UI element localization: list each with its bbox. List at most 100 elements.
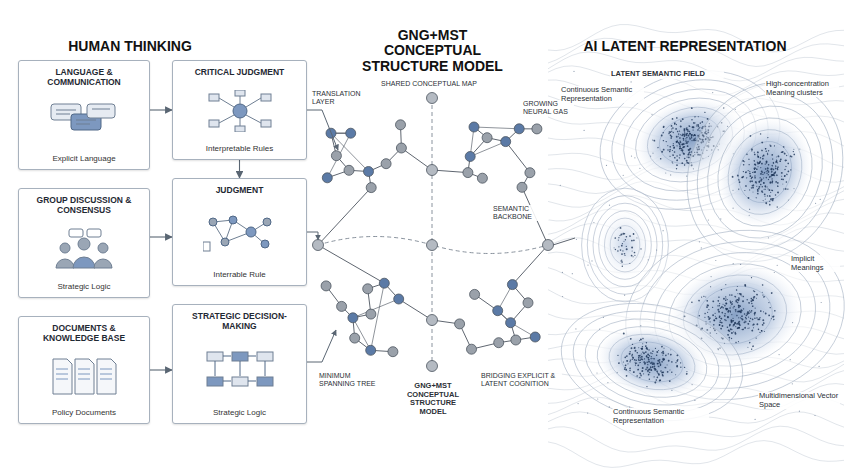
vector-point: [633, 233, 635, 235]
vector-point: [771, 190, 773, 192]
vector-point: [738, 317, 739, 318]
vector-point: [688, 151, 690, 153]
vector-point: [787, 162, 789, 164]
vector-point: [634, 350, 636, 352]
vector-point: [748, 302, 750, 304]
stray-point: [575, 328, 576, 329]
stray-point: [718, 149, 719, 150]
vector-point: [663, 348, 664, 349]
vector-point: [683, 129, 685, 131]
vector-point: [641, 353, 642, 354]
stray-point: [788, 199, 789, 200]
box-icon: [203, 349, 277, 391]
vector-point: [765, 177, 767, 179]
vector-point: [671, 136, 673, 138]
vector-point: [638, 357, 639, 358]
vector-point: [783, 146, 785, 148]
vector-point: [725, 299, 727, 301]
vector-point: [642, 367, 644, 369]
vector-point: [786, 160, 787, 161]
vector-point: [648, 357, 649, 358]
stray-point: [790, 359, 791, 360]
vector-point: [672, 154, 674, 156]
vector-point: [737, 286, 738, 287]
vector-point: [759, 180, 761, 182]
vector-point: [714, 313, 715, 314]
vector-point: [771, 174, 773, 176]
vector-point: [655, 348, 656, 349]
vector-point: [755, 171, 756, 172]
vector-point: [680, 362, 682, 364]
vector-point: [624, 253, 626, 255]
vector-point: [736, 323, 738, 325]
vector-point: [757, 151, 760, 154]
concept-node: [465, 152, 475, 162]
vector-point: [735, 301, 737, 303]
vector-point: [617, 372, 618, 373]
vector-point: [762, 284, 764, 286]
concept-node: [381, 159, 391, 169]
vector-point: [633, 371, 634, 372]
vector-point: [766, 186, 768, 188]
vector-point: [704, 313, 706, 315]
vector-point: [769, 201, 771, 203]
vector-point: [751, 310, 753, 312]
vector-point: [764, 185, 766, 187]
vector-point: [650, 369, 652, 371]
vector-point: [751, 348, 753, 350]
vector-point: [776, 168, 778, 170]
vector-point: [662, 359, 664, 361]
vector-point: [679, 157, 681, 159]
vector-point: [768, 302, 769, 303]
stray-point: [737, 293, 738, 294]
vector-point: [661, 361, 663, 363]
vector-point: [754, 291, 756, 293]
concept-node: [507, 280, 517, 290]
concept-node: [364, 167, 374, 177]
concept-node: [463, 168, 473, 178]
vector-point: [771, 170, 773, 172]
vector-point: [691, 134, 693, 136]
vector-point: [686, 156, 687, 157]
vector-point: [678, 136, 679, 137]
concept-node: [394, 294, 404, 304]
concept-node: [525, 168, 535, 178]
vector-point: [692, 126, 694, 128]
vector-point: [698, 315, 700, 317]
vector-point: [645, 345, 647, 347]
process-box: CRITICAL JUDGMENTInterpretable Rules: [172, 60, 307, 160]
vector-point: [715, 318, 717, 320]
vector-point: [670, 125, 672, 127]
vector-point: [738, 341, 739, 342]
vector-point: [758, 318, 760, 320]
vector-point: [740, 311, 742, 313]
vector-point: [685, 128, 687, 130]
box-body: Interrable Rule: [213, 270, 265, 280]
vector-point: [750, 318, 752, 320]
box-heading: STRATEGIC DECISION-MAKING: [179, 311, 300, 331]
vector-point: [641, 348, 643, 350]
vector-point: [772, 158, 774, 160]
stray-point: [671, 390, 672, 391]
vector-point: [722, 304, 723, 305]
vector-point: [675, 141, 677, 143]
vector-point: [759, 157, 761, 159]
vector-point: [658, 363, 659, 364]
concept-node: [322, 173, 332, 183]
vector-point: [686, 137, 688, 139]
latent-field: [548, 25, 845, 468]
vector-point: [749, 320, 751, 322]
vector-point: [751, 177, 753, 179]
vector-point: [694, 134, 696, 136]
vector-point: [751, 150, 753, 152]
vector-point: [753, 167, 756, 170]
vector-point: [713, 319, 715, 321]
vector-point: [689, 137, 690, 138]
vector-point: [693, 134, 695, 136]
vector-point: [749, 310, 751, 312]
vector-point: [704, 112, 706, 114]
stray-point: [591, 260, 592, 261]
vector-point: [640, 338, 642, 340]
vector-point: [668, 360, 670, 362]
vector-point: [640, 374, 641, 375]
